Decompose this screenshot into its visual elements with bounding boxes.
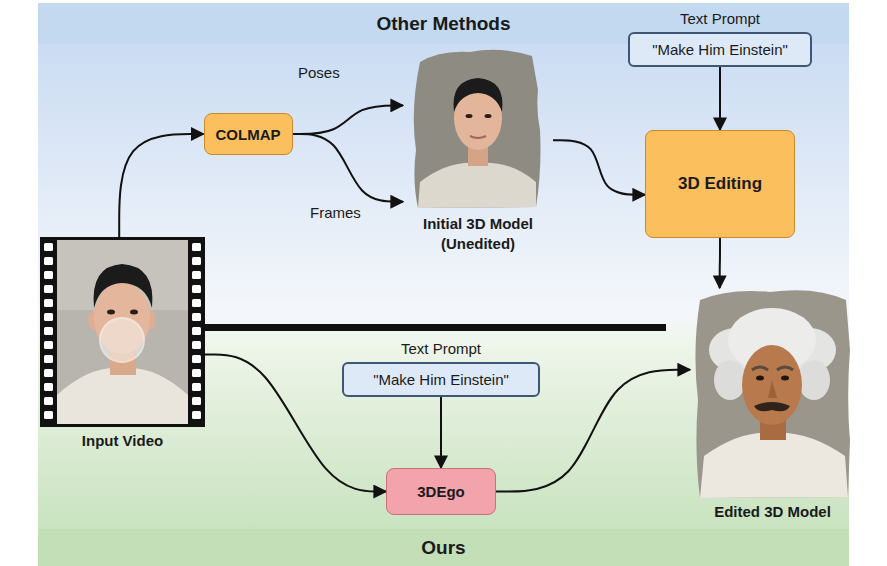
- edited-model-picture: [695, 290, 850, 498]
- band-title: Ours: [421, 537, 465, 559]
- figure-caption: Input Video: [40, 431, 205, 451]
- region-ground: [38, 44, 849, 529]
- flow-arrow: [119, 134, 203, 237]
- flow-arrow: [553, 140, 645, 195]
- flow-arrow: [719, 238, 721, 288]
- edge-label: Poses: [298, 64, 340, 81]
- footer-band: Ours: [38, 529, 849, 566]
- model-figure: Edited 3D Model: [690, 288, 855, 522]
- input-video-picture: [40, 237, 205, 427]
- band-title: Other Methods: [376, 13, 510, 35]
- prompt-heading: Text Prompt: [628, 10, 812, 27]
- box-label: 3D Editing: [678, 174, 762, 194]
- box-label: 3DEgo: [417, 483, 465, 500]
- box-label: COLMAP: [216, 126, 281, 143]
- text-prompt: Text Prompt "Make Him Einstein": [628, 10, 812, 67]
- prompt-text: "Make Him Einstein": [628, 32, 812, 67]
- prompt-text: "Make Him Einstein": [342, 362, 540, 397]
- video-figure: Input Video: [40, 237, 205, 451]
- process-box: COLMAP: [204, 113, 293, 155]
- model-figure: Initial 3D Model (Unedited): [403, 48, 553, 253]
- flow-arrow: [293, 105, 404, 134]
- text-prompt: Text Prompt "Make Him Einstein": [342, 340, 540, 397]
- process-box: 3D Editing: [645, 130, 795, 238]
- flow-arrow: [719, 67, 721, 130]
- figure-caption: Edited 3D Model: [690, 502, 855, 522]
- flow-arrow: [440, 397, 442, 468]
- divider-bar: [205, 324, 666, 331]
- edge-label: Frames: [310, 204, 361, 221]
- flow-arrow: [293, 134, 404, 202]
- figure-caption: Initial 3D Model (Unedited): [403, 214, 553, 253]
- prompt-heading: Text Prompt: [342, 340, 540, 357]
- initial-model-picture: [414, 50, 541, 208]
- process-box: 3DEgo: [386, 468, 496, 515]
